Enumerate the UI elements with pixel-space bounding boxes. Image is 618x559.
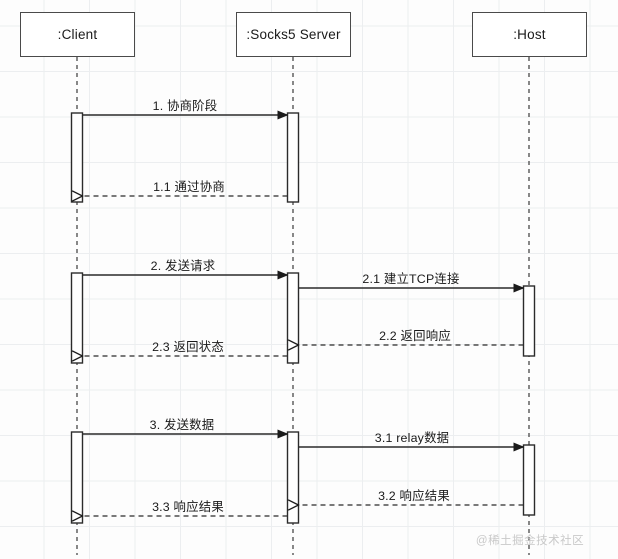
activation-bar-client[interactable]	[70, 272, 84, 364]
lifeline-header-socks5[interactable]: :Socks5 Server	[236, 12, 351, 57]
lifeline-label: :Socks5 Server	[246, 27, 341, 42]
message-label-m3_3: 3.3 响应结果	[152, 500, 224, 514]
watermark-text: @稀土掘金技术社区	[475, 535, 585, 547]
activation-bars-layer	[70, 112, 536, 524]
message-arrows-layer	[83, 110, 525, 516]
activation-bar-host[interactable]	[522, 444, 536, 516]
message-label-m2: 2. 发送请求	[150, 259, 216, 273]
lifeline-header-host[interactable]: :Host	[472, 12, 587, 57]
activation-bar-socks5[interactable]	[286, 112, 300, 203]
message-label-m3_2: 3.2 响应结果	[378, 489, 450, 503]
activation-bar-socks5[interactable]	[286, 272, 300, 364]
message-label-m1_1: 1.1 通过协商	[153, 180, 225, 194]
activation-bar-client[interactable]	[70, 431, 84, 524]
activation-bar-client[interactable]	[70, 112, 84, 203]
message-label-m2_1: 2.1 建立TCP连接	[362, 272, 460, 286]
message-label-m2_3: 2.3 返回状态	[152, 340, 224, 354]
activation-bar-socks5[interactable]	[286, 431, 300, 524]
lifelines-layer	[76, 57, 530, 555]
lifeline-label: :Client	[57, 27, 98, 42]
message-label-m3_1: 3.1 relay数据	[374, 431, 450, 445]
message-label-m3: 3. 发送数据	[149, 418, 215, 432]
message-label-m1: 1. 协商阶段	[152, 99, 218, 113]
activation-bar-host[interactable]	[522, 285, 536, 357]
message-label-m2_2: 2.2 返回响应	[379, 329, 451, 343]
lifeline-label: :Host	[513, 27, 546, 42]
lifeline-header-client[interactable]: :Client	[20, 12, 135, 57]
